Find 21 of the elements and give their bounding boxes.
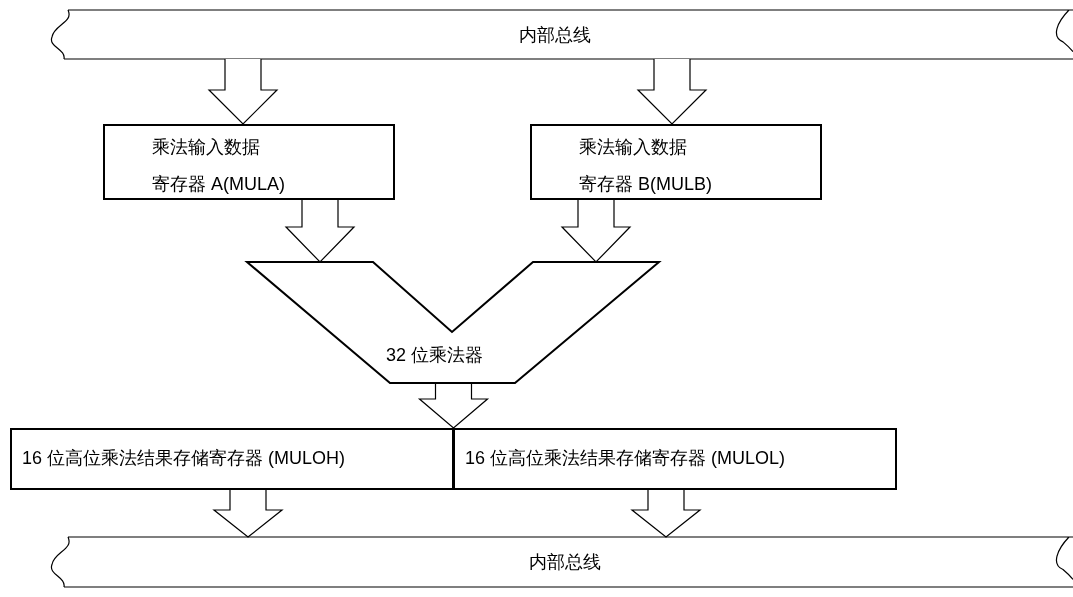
block-arrow	[212, 489, 284, 538]
block-arrow	[560, 199, 632, 263]
label-text: 内部总线	[519, 23, 591, 47]
register-box	[103, 124, 395, 200]
label-text: 内部总线	[529, 551, 601, 574]
label-text: 16 位高位乘法结果存储寄存器 (MULOH)	[22, 447, 345, 470]
block-arrow	[630, 489, 702, 538]
label-text: 32 位乘法器	[386, 344, 484, 367]
bus-band	[50, 10, 1073, 59]
block-arrow	[284, 199, 356, 263]
block-arrow	[207, 58, 279, 125]
label-text: 16 位高位乘法结果存储寄存器 (MULOL)	[465, 447, 786, 470]
bus-band	[50, 537, 1073, 587]
block-arrow	[417, 382, 490, 429]
register-box	[10, 428, 454, 490]
multiplier-shape	[247, 262, 659, 383]
block-arrow	[636, 58, 708, 125]
label-text: 乘法输入数据寄存器 A(MULA)	[152, 136, 285, 196]
label-text: 乘法输入数据寄存器 B(MULB)	[579, 136, 712, 196]
register-box	[530, 124, 822, 200]
register-box	[453, 428, 897, 490]
